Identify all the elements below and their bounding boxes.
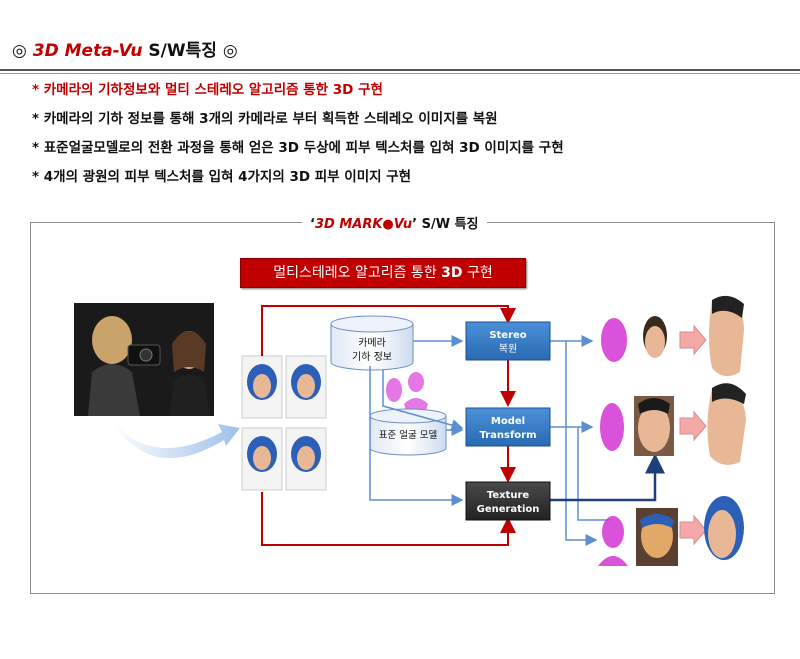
title-rule-thin: [0, 73, 800, 74]
feature-item-2: * 카메라의 기하 정보를 통해 3개의 카메라로 부터 획득한 스테레오 이미…: [32, 111, 498, 127]
title-product-name: 3D Meta-Vu: [32, 41, 143, 61]
texture-generation-label-2: Generation: [477, 504, 540, 515]
stereo-image-3: [241, 427, 283, 491]
title-suffix: S/W특징: [142, 41, 217, 61]
feature-item-1: * 카메라의 기하정보와 멀티 스테레오 알고리즘 통한 3D 구현: [32, 82, 383, 98]
panel-title-product: 3D MARK●Vu: [314, 217, 413, 232]
title-symbol-left: ◎: [12, 41, 27, 61]
banner-bold: 3D: [441, 265, 463, 281]
feature-list: * 카메라의 기하정보와 멀티 스테레오 알고리즘 통한 3D 구현 * 카메라…: [32, 80, 564, 196]
stereo-image-2: [285, 355, 327, 419]
feature-item-3: * 표준얼굴모델로의 전환 과정을 통해 얻은 3D 두상에 피부 텍스처를 입…: [32, 140, 564, 156]
camera-geometry-label-2: 기하 정보: [352, 350, 392, 363]
stereo-mesh-face: [601, 318, 627, 362]
red-flow-lines: [261, 305, 516, 546]
output-row-stereo: [601, 295, 744, 377]
page-title: ◎ 3D Meta-Vu S/W특징 ◎: [12, 36, 238, 61]
model-result-arrow: [679, 410, 707, 442]
banner-suffix: 구현: [462, 265, 493, 281]
stereo-restore-box: Stereo 복원: [465, 321, 551, 361]
standard-face-model-figure: [386, 372, 428, 410]
title-rule: [0, 69, 800, 71]
panel-title: ‘3D MARK●Vu’ S/W 특징: [302, 213, 487, 232]
stereo-image-1: [241, 355, 283, 419]
capture-photo: [74, 303, 214, 416]
texture-mesh-bust: [598, 516, 628, 566]
texture-3d-face: [704, 496, 744, 560]
stereo-box-label-2: 복원: [499, 343, 517, 355]
model-textured-face: [634, 396, 674, 456]
texture-generation-box: Texture Generation: [465, 481, 551, 521]
model-3d-face: [707, 383, 746, 465]
model-transform-label-2: Transform: [479, 430, 536, 441]
blue-flow-lines: [369, 335, 610, 546]
camera-geometry-label-1: 카메라: [358, 337, 386, 349]
stereo-3d-face: [709, 295, 744, 377]
feature-item-4: * 4개의 광원의 피부 텍스처를 입혀 4가지의 3D 피부 이미지 구현: [32, 169, 412, 185]
texture-generation-label-1: Texture: [487, 490, 530, 501]
stereo-textured-face: [643, 316, 667, 358]
standard-face-model-label: 표준 얼굴 모델: [379, 429, 438, 441]
stereo-box-label-1: Stereo: [489, 330, 526, 341]
process-banner: 멀티스테레오 알고리즘 통한 3D 구현: [240, 258, 526, 288]
title-symbol-right: ◎: [222, 41, 238, 61]
model-transform-label-1: Model: [491, 416, 525, 427]
panel-title-quote-close: ’: [412, 217, 418, 232]
swoosh-arrow: [110, 418, 240, 459]
panel-title-quote-open: ‘: [310, 217, 315, 232]
stereo-image-grid: [241, 355, 327, 491]
stereo-result-arrow: [679, 324, 707, 356]
texture-result-arrow: [679, 514, 707, 546]
standard-face-model-db: 표준 얼굴 모델: [369, 408, 447, 456]
model-mesh-face: [600, 403, 624, 451]
output-row-texture: [598, 496, 744, 566]
model-transform-box: Model Transform: [465, 407, 551, 447]
panel-title-suffix: S/W 특징: [417, 217, 479, 232]
texture-map-image: [636, 508, 678, 566]
stereo-image-4: [285, 427, 327, 491]
output-row-model: [600, 383, 746, 465]
camera-geometry-db: 카메라 기하 정보: [330, 315, 414, 371]
banner-text: 멀티스테레오 알고리즘 통한: [273, 265, 442, 281]
navy-flow-line: [550, 453, 665, 502]
